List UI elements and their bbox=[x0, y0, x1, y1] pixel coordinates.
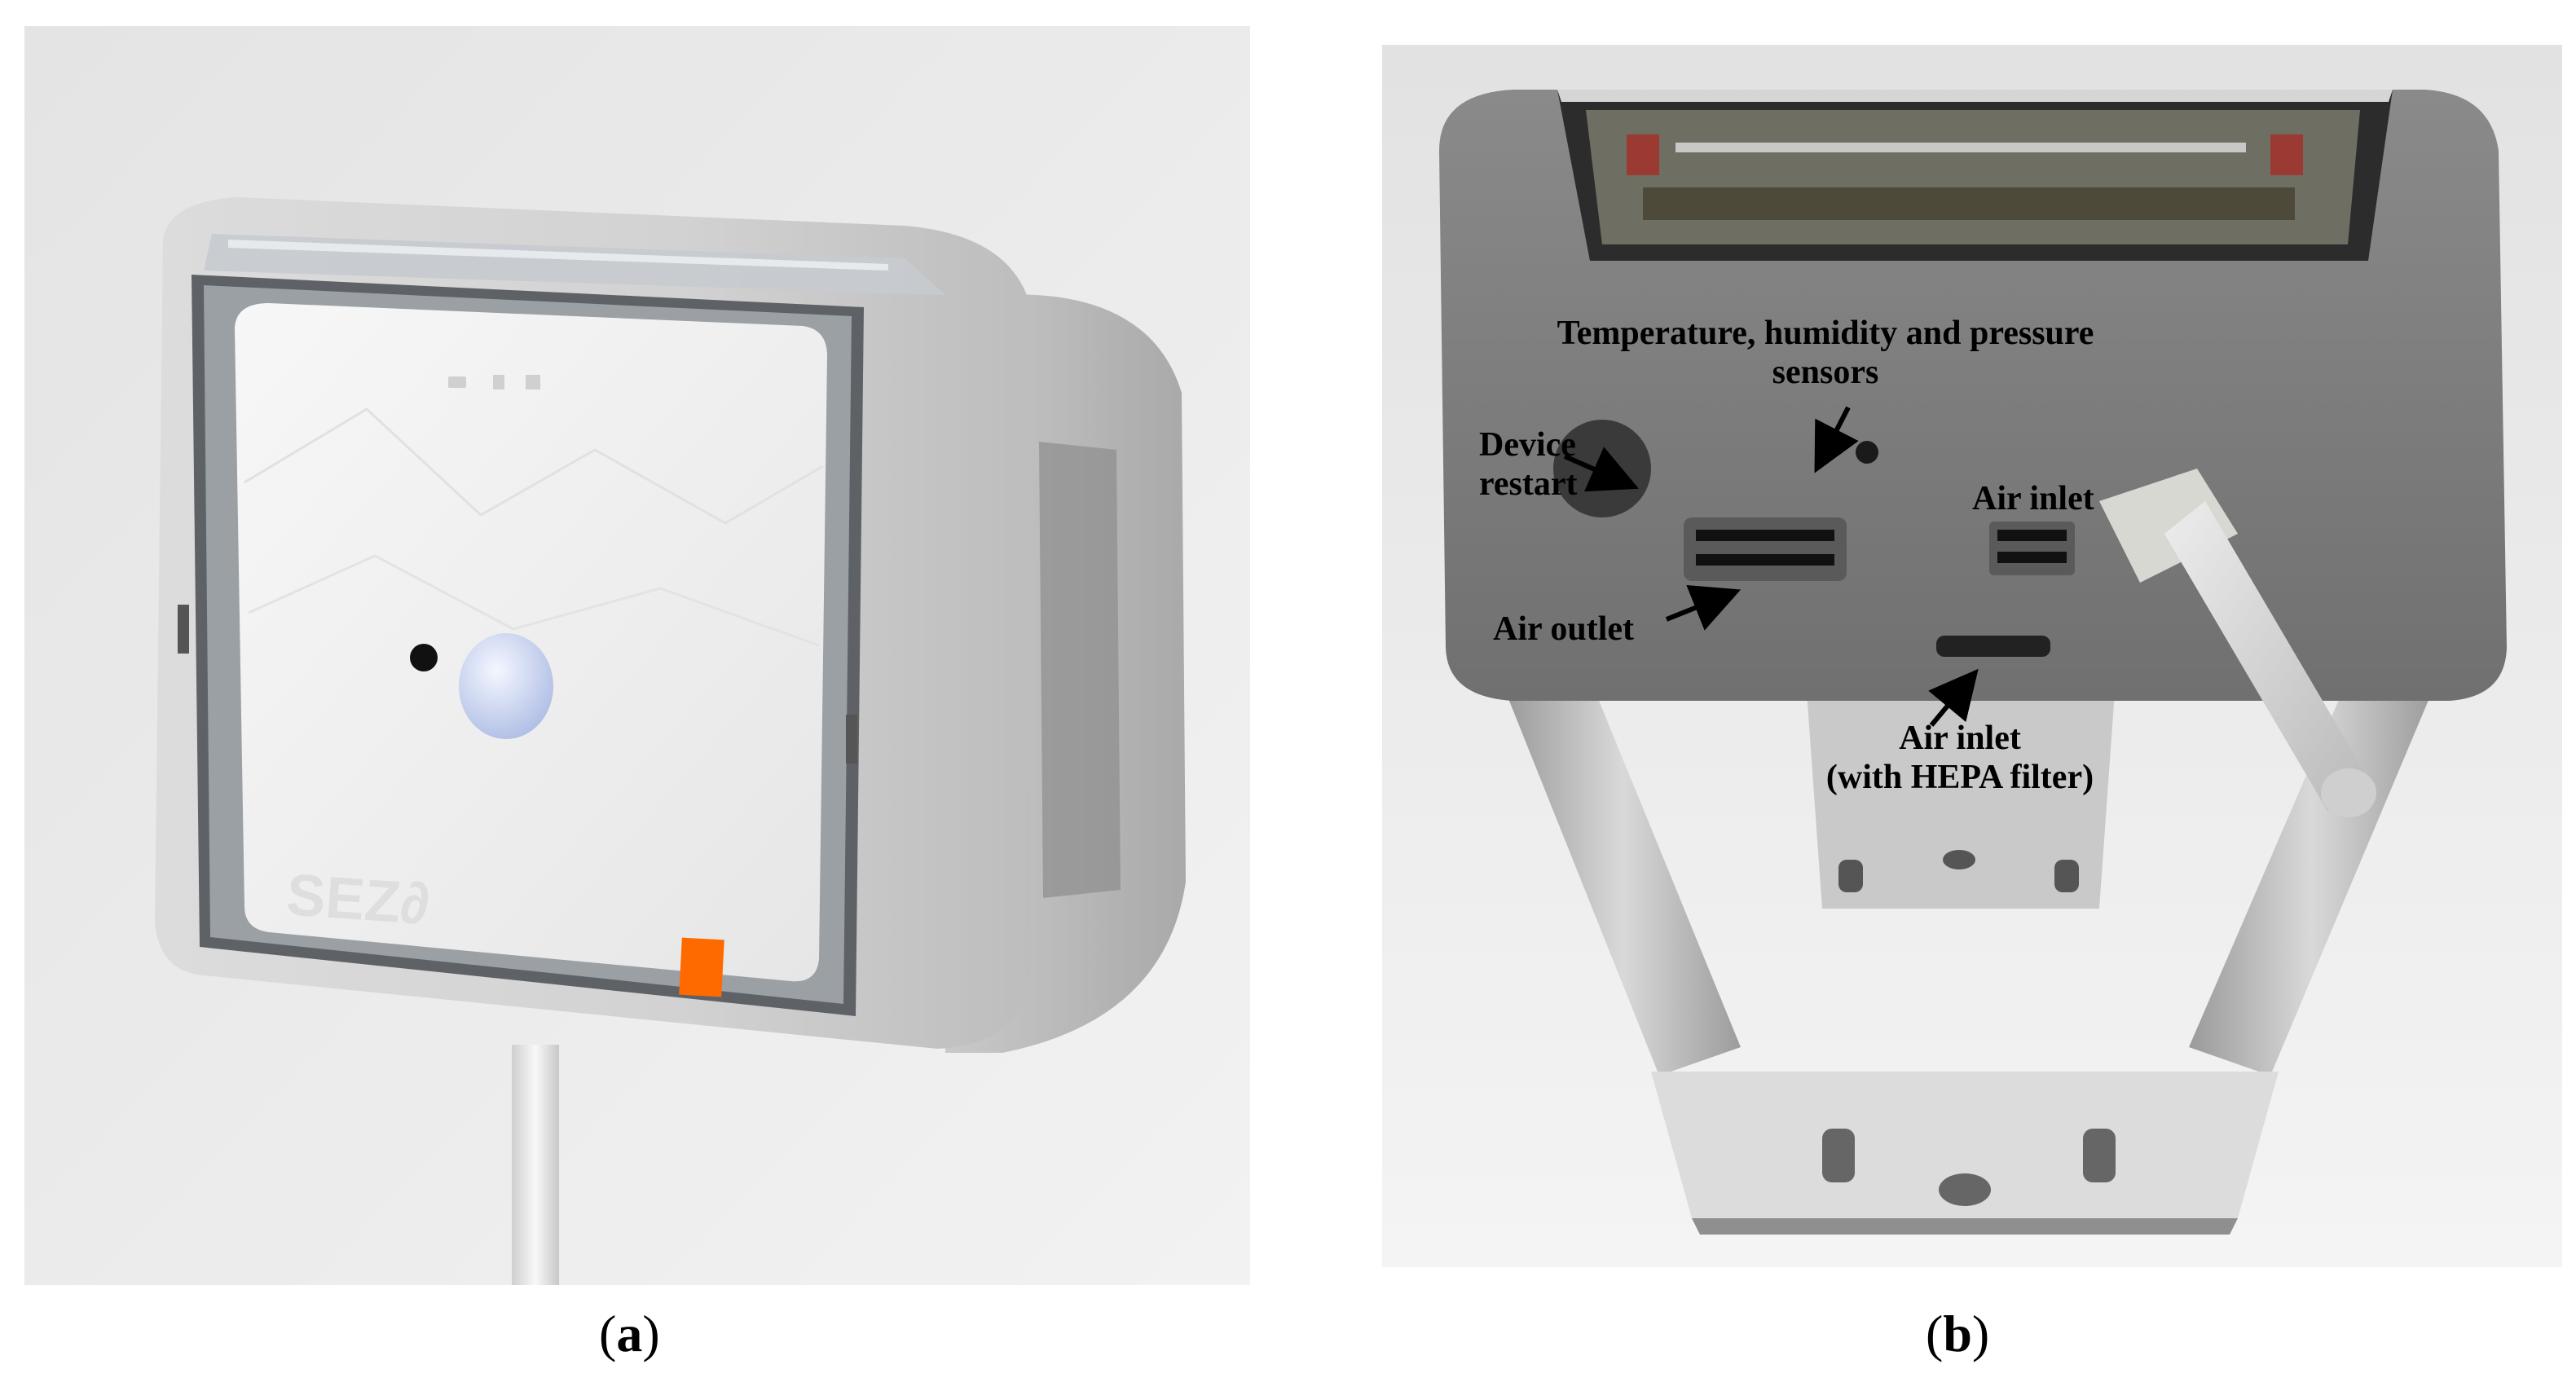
air-outlet-vent bbox=[1684, 517, 1847, 581]
bracket-foot bbox=[1651, 1072, 2279, 1218]
air-inlet-vent bbox=[1989, 522, 2075, 575]
power-cable bbox=[512, 1045, 559, 1285]
subfigure-label-a: (a) bbox=[599, 1305, 660, 1362]
annotation-air-outlet: Air outlet bbox=[1493, 610, 1635, 648]
status-led bbox=[459, 633, 553, 739]
device-front-photo: SEZ∂ bbox=[24, 26, 1250, 1285]
subfigure-label-b: (b) bbox=[1926, 1305, 1990, 1362]
bracket-upper-plate bbox=[1806, 680, 2116, 909]
annotation-temperature-sensors: Temperature, humidity and pressure senso… bbox=[1557, 315, 2094, 392]
annotation-air-inlet-hepa: Air inlet (with HEPA filter) bbox=[1825, 720, 2094, 797]
annotation-air-inlet-top: Air inlet bbox=[1972, 480, 2094, 517]
sensor-port bbox=[1856, 441, 1878, 464]
device-logo: SEZ∂ bbox=[284, 862, 432, 937]
hepa-inlet-slot bbox=[1936, 636, 2050, 657]
device-back-photo bbox=[1382, 45, 2562, 1267]
sensor-hole bbox=[410, 644, 438, 671]
cable-gland bbox=[2099, 469, 2238, 583]
bracket-left-leg bbox=[1504, 689, 1741, 1076]
annotation-device-restart: Device restart bbox=[1479, 426, 1578, 504]
brand-logo bbox=[679, 937, 724, 997]
cable-rod bbox=[2164, 501, 2368, 811]
